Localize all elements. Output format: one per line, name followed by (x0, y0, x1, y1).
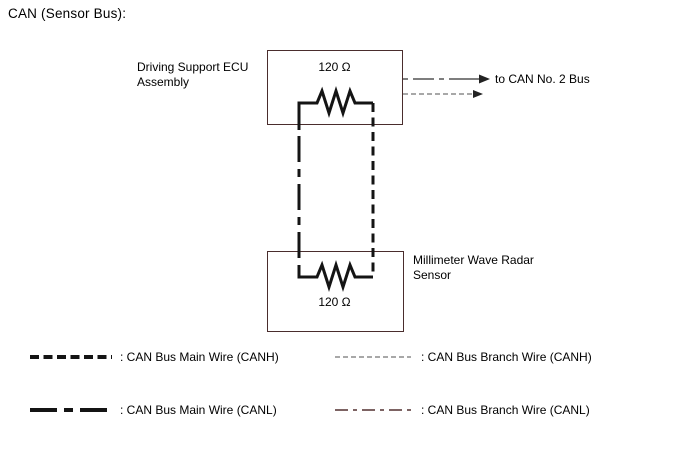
legend-branch-canl: : CAN Bus Branch Wire (CANL) (335, 403, 590, 417)
legend-branch-canl-label: : CAN Bus Branch Wire (CANL) (421, 403, 590, 417)
page-title: CAN (Sensor Bus): (8, 6, 127, 21)
driving-support-ecu-label: Driving Support ECU Assembly (137, 60, 277, 90)
ecu-label-line1: Driving Support ECU (137, 60, 249, 74)
radar-label-line2: Sensor (413, 268, 452, 282)
legend-branch-canh: : CAN Bus Branch Wire (CANH) (335, 350, 592, 364)
radar-label-line1: Millimeter Wave Radar (413, 253, 534, 267)
legend-main-canh: : CAN Bus Main Wire (CANH) (30, 350, 279, 364)
branch-canh-wire-swatch-icon (335, 356, 411, 358)
ecu-label-line2: Assembly (137, 75, 190, 89)
main-canh-wire-swatch-icon (30, 355, 112, 359)
legend-main-canh-label: : CAN Bus Main Wire (CANH) (120, 350, 279, 364)
millimeter-wave-radar-box (267, 251, 404, 332)
legend-main-canl-label: : CAN Bus Main Wire (CANL) (120, 403, 277, 417)
main-canl-wire-swatch-icon (30, 408, 112, 412)
top-resistor-value: 120 Ω (318, 60, 351, 74)
to-can-bus-label: to CAN No. 2 Bus (495, 72, 590, 86)
millimeter-wave-radar-label: Millimeter Wave Radar Sensor (413, 253, 573, 283)
branch-canh-arrowhead-icon (473, 90, 483, 98)
legend-main-canl: : CAN Bus Main Wire (CANL) (30, 403, 277, 417)
bottom-resistor-value: 120 Ω (318, 295, 351, 309)
legend-branch-canh-label: : CAN Bus Branch Wire (CANH) (421, 350, 592, 364)
branch-canl-wire-swatch-icon (335, 409, 411, 411)
branch-canl-arrowhead-icon (479, 74, 490, 84)
